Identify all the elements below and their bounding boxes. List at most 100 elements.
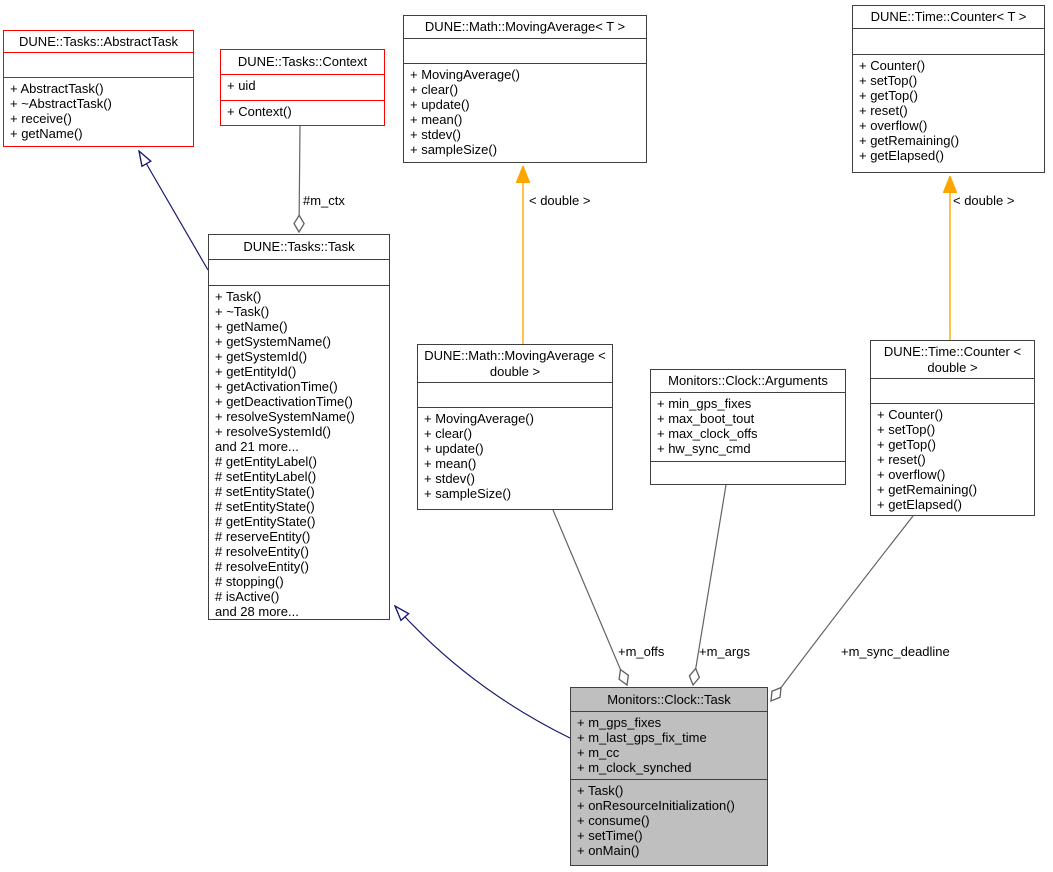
edge-label-m-offs: +m_offs [618, 644, 665, 659]
member-line: + Counter() [877, 407, 944, 422]
member-line: and 28 more... [215, 604, 299, 619]
class-methods: + Counter()+ setTop()+ getTop()+ reset()… [853, 54, 1044, 172]
member-line: + uid [227, 78, 256, 93]
member-line: + sampleSize() [424, 486, 512, 501]
member-line: + getSystemId() [215, 349, 308, 364]
member-line: + getName() [215, 319, 288, 334]
member-line: + clear() [410, 82, 459, 97]
class-attributes [4, 52, 193, 77]
member-line: + max_boot_tout [657, 411, 755, 426]
class-methods: + AbstractTask()+ ~AbstractTask()+ recei… [4, 77, 193, 146]
edge-label-template-movingaverage: < double > [529, 193, 591, 208]
member-line: + update() [410, 97, 470, 112]
member-line: + hw_sync_cmd [657, 441, 751, 456]
member-line: + resolveSystemId() [215, 424, 331, 439]
class-methods [651, 461, 845, 484]
member-line: + getElapsed() [859, 148, 944, 163]
class-methods: + Task()+ onResourceInitialization()+ co… [571, 779, 767, 865]
member-line: + getTop() [877, 437, 936, 452]
member-line: + overflow() [859, 118, 928, 133]
class-title: DUNE::Math::MovingAverage< T > [424, 19, 626, 34]
member-line: + ~AbstractTask() [10, 96, 112, 111]
member-line: # getEntityState() [215, 514, 316, 529]
class-box-dune-math-movingaverage-double[interactable]: DUNE::Math::MovingAverage < double > + M… [417, 344, 613, 510]
aggregation-edge-arguments-to-clocktask-m-args [693, 484, 727, 685]
member-line: + ~Task() [215, 304, 270, 319]
member-line: # resolveEntity() [215, 544, 309, 559]
member-line: + update() [424, 441, 484, 456]
member-line: + onResourceInitialization() [577, 798, 735, 813]
member-line: # setEntityState() [215, 484, 315, 499]
member-line: # setEntityLabel() [215, 469, 317, 484]
class-title: Monitors::Clock::Arguments [668, 373, 828, 388]
edge-label-template-counter: < double > [953, 193, 1015, 208]
class-title: DUNE::Tasks::Context [237, 54, 368, 69]
edge-label-m-sync-deadline: +m_sync_deadline [841, 644, 950, 659]
class-box-dune-math-movingaverage-t[interactable]: DUNE::Math::MovingAverage< T > + MovingA… [403, 15, 647, 163]
member-line: + getSystemName() [215, 334, 331, 349]
member-line: + onMain() [577, 843, 640, 858]
member-line: + getElapsed() [877, 497, 962, 512]
class-title: DUNE::Tasks::AbstractTask [19, 33, 178, 49]
member-line: # resolveEntity() [215, 559, 309, 574]
member-line: + MovingAverage() [410, 67, 520, 82]
class-box-dune-time-counter-t[interactable]: DUNE::Time::Counter< T > + Counter()+ se… [852, 5, 1045, 173]
edge-label-m-ctx: #m_ctx [303, 193, 345, 208]
member-line: + max_clock_offs [657, 426, 758, 441]
class-title: DUNE::Math::MovingAverage < double > [424, 347, 606, 379]
member-line: + Task() [577, 783, 624, 798]
member-line: + setTime() [577, 828, 643, 843]
member-line: + overflow() [877, 467, 946, 482]
class-methods: + MovingAverage()+ clear()+ update()+ me… [404, 63, 646, 162]
member-line: + stdev() [424, 471, 475, 486]
member-line: + stdev() [410, 127, 461, 142]
class-box-monitors-clock-arguments[interactable]: Monitors::Clock::Arguments + min_gps_fix… [650, 369, 846, 485]
class-methods: + MovingAverage()+ clear()+ update()+ me… [418, 407, 612, 509]
member-line: + Task() [215, 289, 262, 304]
member-line: + m_clock_synched [577, 760, 692, 775]
class-box-dune-tasks-context[interactable]: DUNE::Tasks::Context + uid + Context() [220, 49, 385, 126]
member-line: + getActivationTime() [215, 379, 338, 394]
class-title: DUNE::Time::Counter< T > [870, 9, 1027, 24]
member-line: + sampleSize() [410, 142, 498, 157]
member-line: + m_cc [577, 745, 620, 760]
class-attributes: + m_gps_fixes+ m_last_gps_fix_time+ m_cc… [571, 711, 767, 779]
member-line: # setEntityState() [215, 499, 315, 514]
class-box-dune-tasks-abstracttask[interactable]: DUNE::Tasks::AbstractTask + AbstractTask… [3, 30, 194, 147]
class-box-dune-time-counter-double[interactable]: DUNE::Time::Counter < double > + Counter… [870, 340, 1035, 516]
edge-label-m-args: +m_args [699, 644, 750, 659]
member-line: + mean() [424, 456, 477, 471]
class-title: DUNE::Time::Counter < double > [883, 343, 1022, 375]
member-line: + m_gps_fixes [577, 715, 662, 730]
class-attributes [871, 378, 1034, 403]
member-line: # getEntityLabel() [215, 454, 317, 469]
member-line: and 21 more... [215, 439, 299, 454]
member-line: + consume() [577, 813, 650, 828]
member-line: + setTop() [877, 422, 936, 437]
member-line: + getRemaining() [877, 482, 978, 497]
member-line: + getName() [10, 126, 83, 141]
member-line: + setTop() [859, 73, 918, 88]
class-title: Monitors::Clock::Task [607, 691, 731, 707]
class-box-dune-tasks-task[interactable]: DUNE::Tasks::Task + Task()+ ~Task()+ get… [208, 234, 390, 620]
class-attributes [209, 259, 389, 285]
class-box-monitors-clock-task: Monitors::Clock::Task + m_gps_fixes+ m_l… [570, 687, 768, 866]
inheritance-edge-clocktask-to-task [395, 606, 571, 739]
member-line: # reserveEntity() [215, 529, 311, 544]
class-methods: + Task()+ ~Task()+ getName()+ getSystemN… [209, 285, 389, 619]
member-line: # isActive() [215, 589, 280, 604]
member-line: + getEntityId() [215, 364, 297, 379]
member-line: + getRemaining() [859, 133, 960, 148]
aggregation-edge-movingaverage-to-clocktask-m-offs [552, 509, 627, 685]
class-attributes: + uid [221, 74, 384, 100]
member-line: + reset() [859, 103, 908, 118]
member-line: + mean() [410, 112, 463, 127]
class-methods: + Counter()+ setTop()+ getTop()+ reset()… [871, 403, 1034, 515]
member-line: + resolveSystemName() [215, 409, 355, 424]
member-line: + getTop() [859, 88, 918, 103]
class-attributes [853, 28, 1044, 54]
member-line: + min_gps_fixes [657, 396, 752, 411]
member-line: + clear() [424, 426, 473, 441]
